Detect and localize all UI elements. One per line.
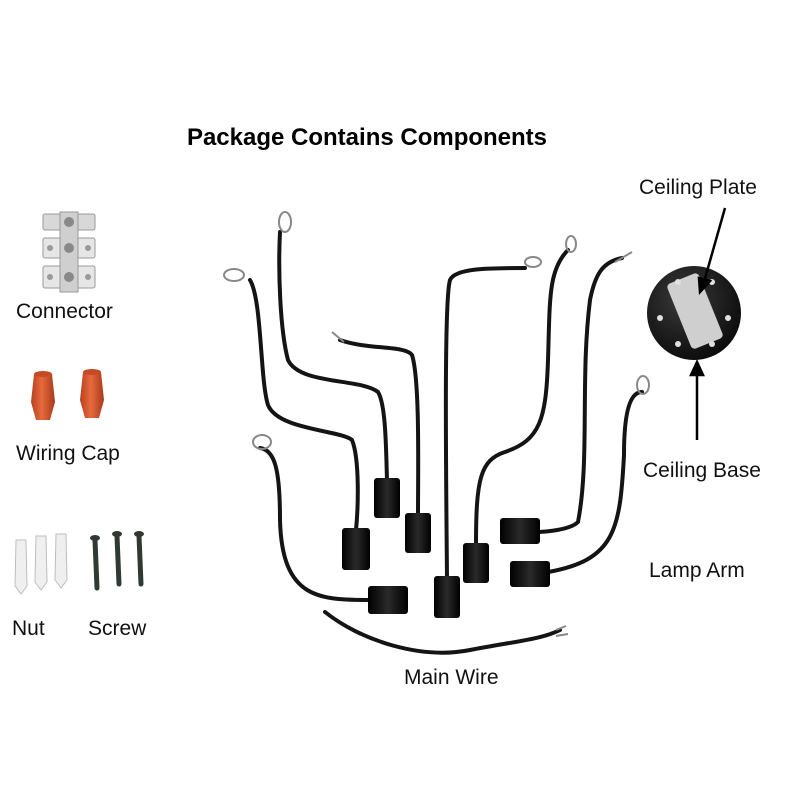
wiring-cap-right (80, 369, 104, 418)
ceiling-plate (647, 266, 741, 360)
lamp-arm-wires (248, 230, 644, 655)
diagram-title: Package Contains Components (186, 124, 548, 151)
label-lamp-arm: Lamp Arm (649, 559, 745, 582)
lamp-sockets (342, 478, 550, 618)
label-main-wire: Main Wire (404, 666, 499, 689)
label-ceiling-base: Ceiling Base (643, 459, 761, 482)
label-nut: Nut (12, 617, 45, 640)
label-ceiling-plate: Ceiling Plate (639, 176, 757, 199)
connector-block (42, 211, 96, 293)
wire-hooks (223, 211, 650, 637)
label-connector: Connector (16, 300, 113, 323)
screws (92, 533, 144, 591)
label-screw: Screw (88, 617, 147, 640)
wiring-cap-left (31, 371, 55, 420)
label-wiring-cap: Wiring Cap (16, 442, 120, 465)
wall-anchors (14, 533, 68, 595)
callout-lines (689, 207, 727, 440)
